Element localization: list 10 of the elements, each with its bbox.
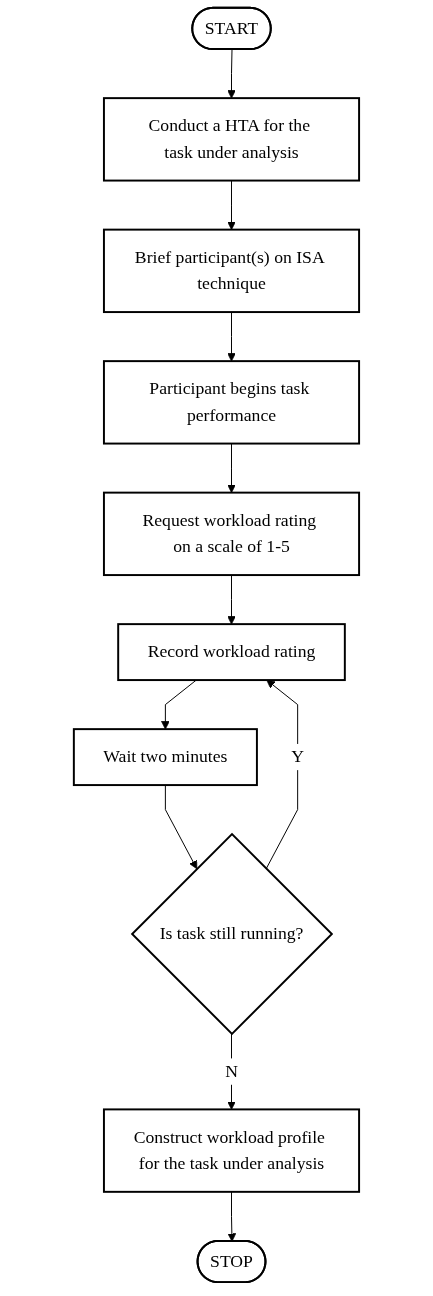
node-box: Participant begins task performance bbox=[103, 360, 361, 445]
node-box: Conduct a HTA for the task under analysis bbox=[103, 97, 361, 182]
node-box: Construct workload profile for the task under analysis bbox=[103, 1108, 361, 1193]
node-box: Record workload rating bbox=[117, 623, 346, 682]
edge-label: N bbox=[225, 1061, 238, 1081]
edge-label: Y bbox=[291, 746, 305, 767]
node-box: Brief participant(s) on ISA technique bbox=[103, 228, 361, 314]
node-box: Wait two minutes bbox=[72, 728, 258, 787]
node-diamond: Is task still running? bbox=[130, 832, 334, 1036]
node-box: Request workload rating on a scale of 1-5 bbox=[103, 491, 361, 577]
